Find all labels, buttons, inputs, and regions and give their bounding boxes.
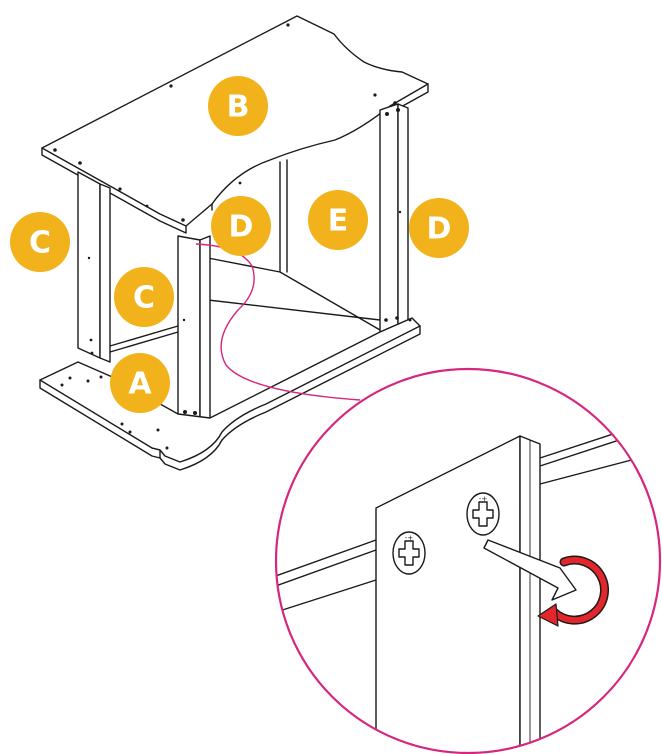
screw-right-icon: -+ [466, 492, 500, 536]
screw-left-icon: -+ [392, 531, 426, 575]
badge-e-label: E [328, 204, 349, 239]
magnifier-ring [274, 367, 662, 754]
callout-line [195, 243, 361, 401]
right-divider-panel-d [379, 103, 409, 337]
back-panel-e [207, 159, 381, 331]
badge-c-inner: C [114, 267, 174, 327]
badge-e: E [308, 190, 368, 250]
detail-magnifier: -+ -+ [274, 367, 662, 754]
screw-left-sign: -+ [405, 534, 414, 542]
screwdriver-icon [483, 539, 577, 601]
bottom-panel-a [39, 317, 421, 471]
badge-b: B [208, 76, 268, 136]
badge-a: A [110, 353, 170, 413]
clockwise-arrow-icon [537, 555, 609, 627]
badge-d-front-label: D [229, 210, 254, 245]
badge-d-right: D [409, 198, 469, 258]
badge-b-label: B [227, 90, 250, 125]
middle-rail [109, 325, 179, 353]
badge-a-label: A [128, 367, 152, 402]
screw-right-sign: -+ [479, 495, 488, 503]
badge-d-front: D [211, 196, 271, 256]
badge-d-right-label: D [427, 212, 452, 247]
left-side-panel-c [77, 171, 111, 363]
badge-c-inner-label: C [133, 281, 155, 316]
badge-c-left: C [10, 212, 70, 272]
badge-c-left-label: C [29, 226, 51, 261]
front-divider-panel-d [177, 235, 211, 425]
